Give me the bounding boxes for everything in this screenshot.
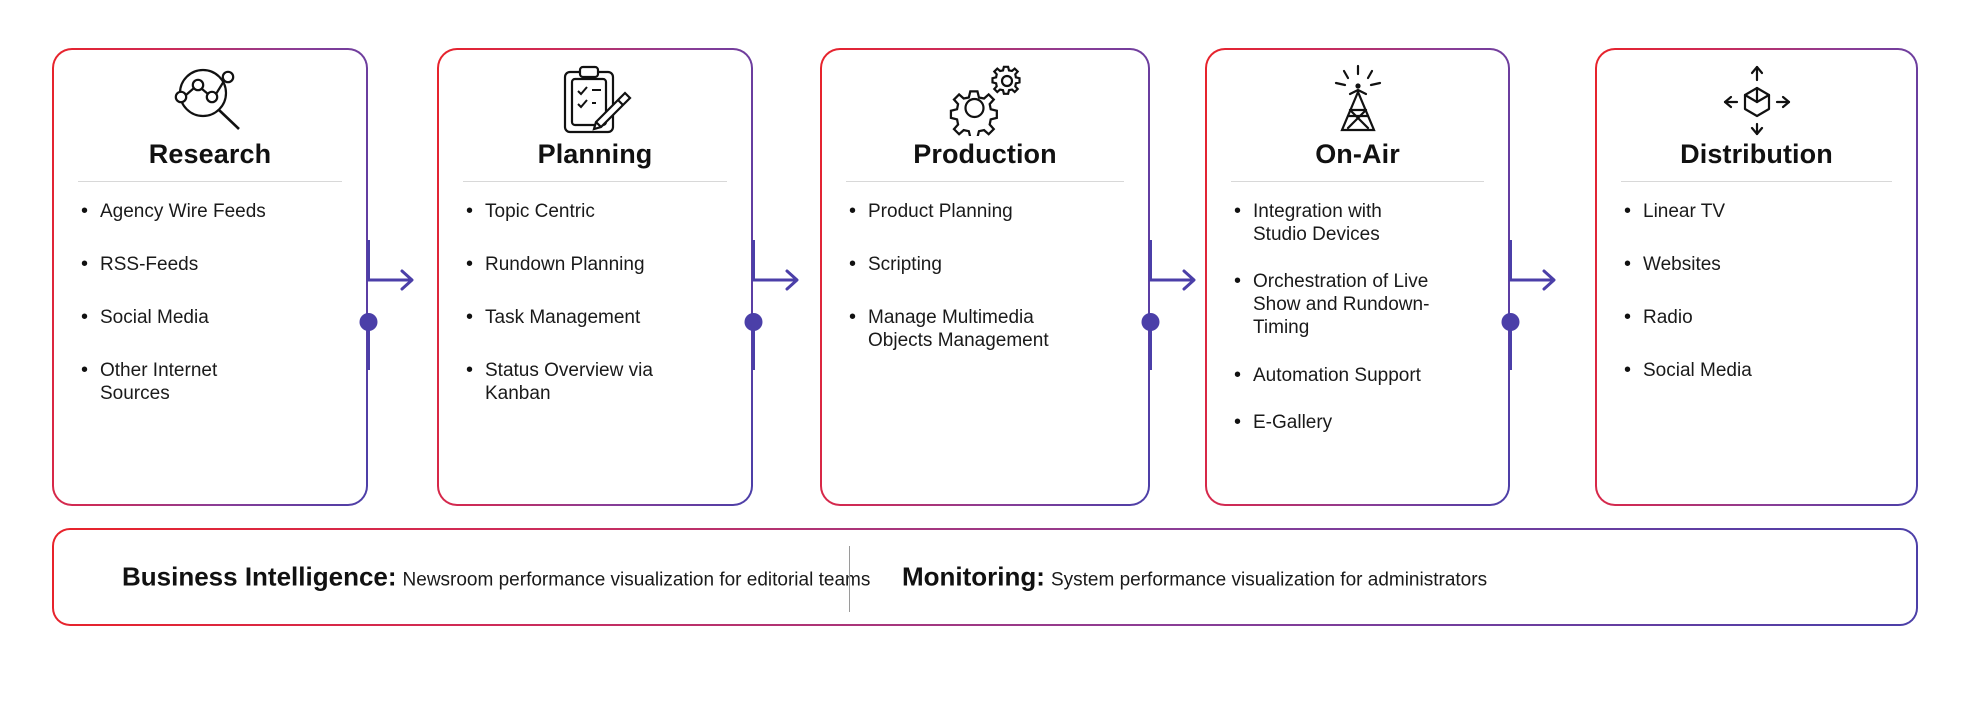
card-feature-list-distribution: Linear TV Websites Radio Social Media (1613, 182, 1900, 383)
list-item: Agency Wire Feeds (80, 199, 348, 224)
list-item: Automation Support (1233, 363, 1490, 388)
list-item: E-Gallery (1233, 410, 1490, 435)
list-item: Websites (1623, 252, 1898, 277)
card-divider (1621, 180, 1892, 182)
list-item: Radio (1623, 305, 1898, 330)
business-intelligence-description: Newsroom performance visualization for e… (402, 569, 871, 591)
list-item: Product Planning (848, 199, 1130, 224)
list-item: Scripting (848, 252, 1130, 277)
list-item: Orchestration of Live Show and Rundown- … (1233, 269, 1490, 340)
list-item: Integration with Studio Devices (1233, 199, 1490, 246)
card-feature-list-production: Product Planning Scripting Manage Multim… (838, 182, 1132, 353)
list-item: Other Internet Sources (80, 358, 348, 405)
card-feature-list-research: Agency Wire Feeds RSS-Feeds Social Media… (70, 182, 350, 406)
list-item: Topic Centric (465, 199, 733, 224)
card-inner: Research Agency Wire Feeds RSS-Feeds Soc… (54, 64, 366, 518)
card-divider (463, 180, 727, 182)
card-inner: On-Air Integration with Studio Devices O… (1207, 64, 1508, 518)
card-title-on-air: On-Air (1315, 139, 1400, 169)
monitoring-description: System performance visualization for adm… (1050, 569, 1488, 591)
broadcast-tower-icon (1223, 64, 1492, 136)
cube-arrows-icon (1613, 64, 1900, 136)
list-item: Status Overview via Kanban (465, 358, 733, 405)
network-magnifier-icon (70, 64, 350, 136)
stage-card-planning[interactable]: Planning Topic Centric Rundown Planning … (437, 48, 753, 506)
business-intelligence-label: Business Intelligence: (122, 561, 397, 592)
list-item: Social Media (1623, 358, 1898, 383)
stage-card-production[interactable]: Production Product Planning Scripting Ma… (820, 48, 1150, 506)
list-item: Task Management (465, 305, 733, 330)
card-title-production: Production (913, 139, 1057, 169)
list-item: Rundown Planning (465, 252, 733, 277)
card-inner: Production Product Planning Scripting Ma… (822, 64, 1148, 518)
card-title-distribution: Distribution (1680, 139, 1833, 169)
bottom-bar-divider (849, 546, 850, 612)
stage-card-research[interactable]: Research Agency Wire Feeds RSS-Feeds Soc… (52, 48, 368, 506)
stage-card-on-air[interactable]: On-Air Integration with Studio Devices O… (1205, 48, 1510, 506)
list-item: RSS-Feeds (80, 252, 348, 277)
card-feature-list-planning: Topic Centric Rundown Planning Task Mana… (455, 182, 735, 406)
card-divider (78, 180, 342, 182)
card-title-planning: Planning (537, 139, 653, 169)
bottom-bar-item-business-intelligence: Business Intelligence:Newsroom performan… (122, 562, 870, 593)
list-item: Social Media (80, 305, 348, 330)
clipboard-pencil-icon (455, 64, 735, 136)
gears-icon (838, 64, 1132, 136)
card-feature-list-on-air: Integration with Studio Devices Orchestr… (1223, 182, 1492, 435)
list-item: Linear TV (1623, 199, 1898, 224)
card-divider (846, 180, 1124, 182)
bottom-bar-item-monitoring: Monitoring:System performance visualizat… (902, 562, 1487, 593)
bottom-bar-content: Business Intelligence:Newsroom performan… (54, 530, 1916, 624)
connector-on-air-to-distribution (1501, 240, 1556, 370)
card-inner: Planning Topic Centric Rundown Planning … (439, 64, 751, 518)
stage-card-distribution[interactable]: Distribution Linear TV Websites Radio So… (1595, 48, 1918, 506)
list-item: Manage Multimedia Objects Management (848, 305, 1130, 352)
card-title-research: Research (148, 139, 272, 169)
monitoring-label: Monitoring: (902, 561, 1045, 592)
card-inner: Distribution Linear TV Websites Radio So… (1597, 64, 1916, 518)
bottom-bar[interactable]: Business Intelligence:Newsroom performan… (52, 528, 1918, 626)
card-divider (1231, 180, 1484, 182)
